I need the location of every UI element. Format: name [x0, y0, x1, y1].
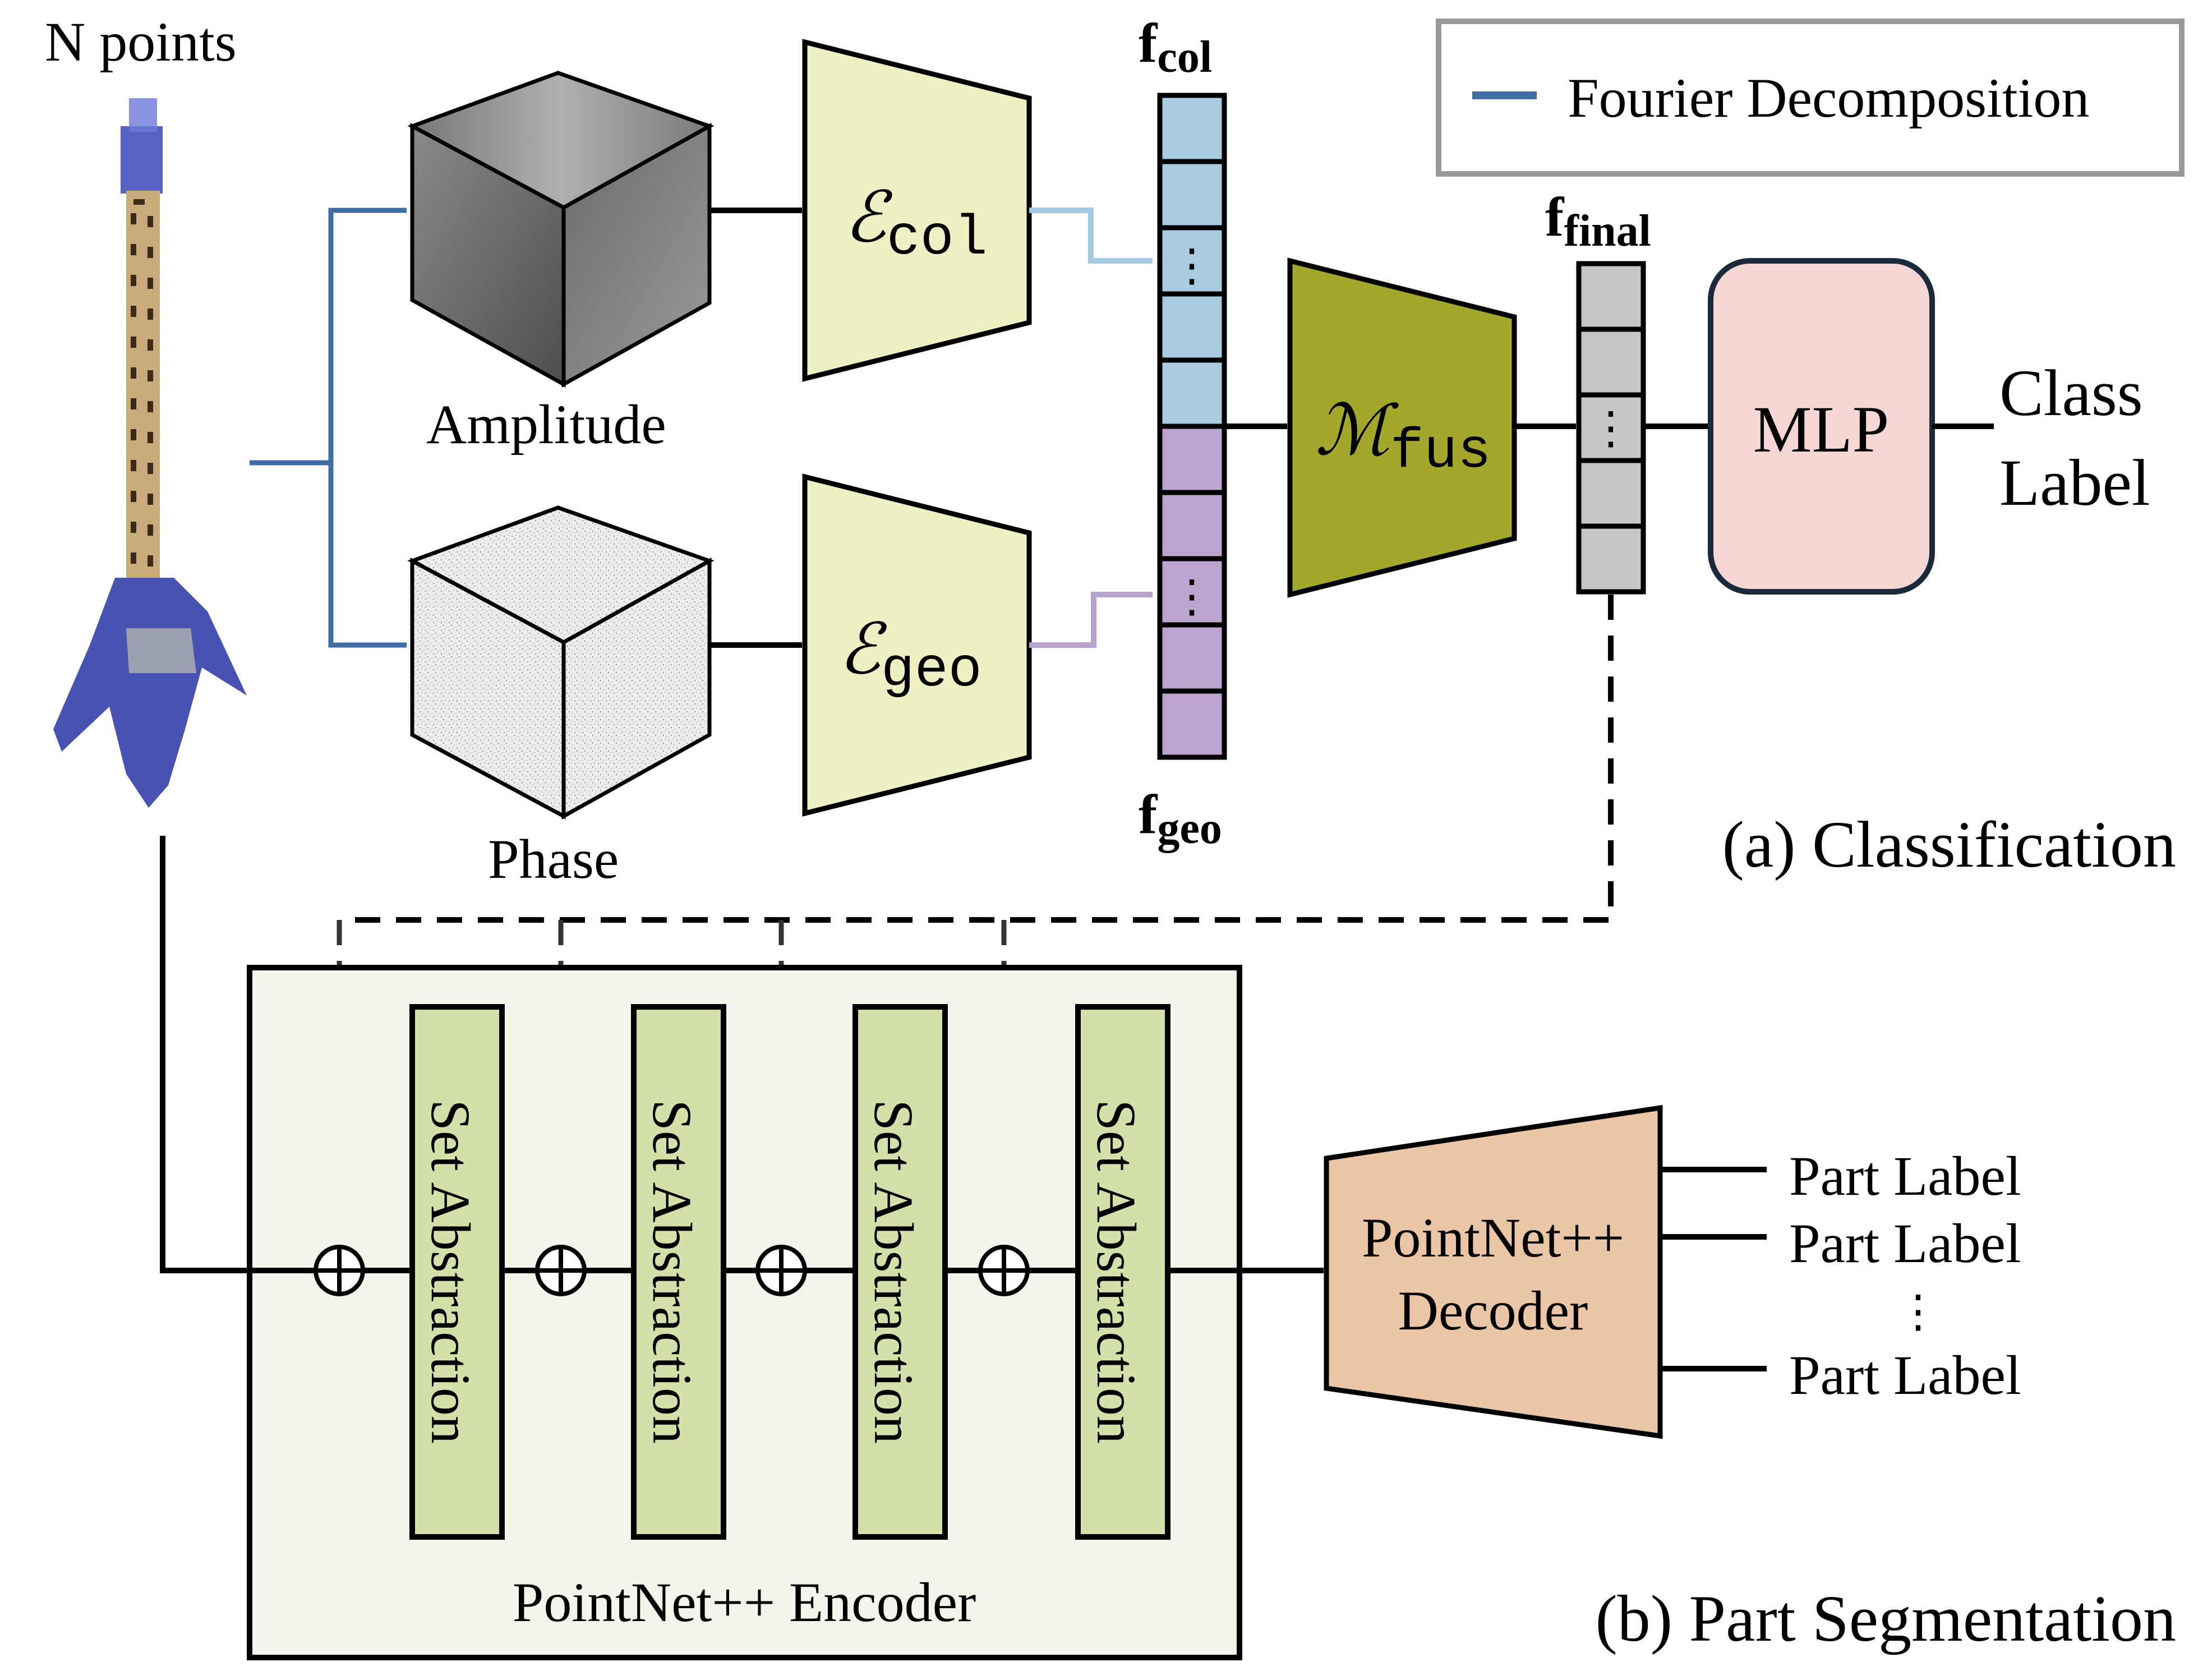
enc-geo-symbol: ℰ [838, 611, 887, 689]
encoder-col: ℰcol [802, 39, 1032, 382]
sa-blocks: Set Abstraction Set Abstraction Set Abst… [409, 1004, 1170, 1540]
fourier-branch-amplitude [328, 208, 407, 463]
feature-column: fcol ⋮ ⋮ fgeo [1139, 12, 1227, 853]
phase-cube: Phase [407, 505, 715, 890]
oplus-node [314, 1245, 365, 1296]
svg-text:fgeo: fgeo [1139, 783, 1222, 853]
ffinal-cell [1576, 261, 1646, 332]
decoder-trapezoid [1324, 1104, 1663, 1439]
fcol-cells [1157, 93, 1227, 429]
amplitude-label: Amplitude [426, 393, 666, 455]
oplus-node [535, 1245, 587, 1296]
arrow-enc-col-to-fcol [1029, 208, 1153, 264]
mlp-label: MLP [1753, 393, 1890, 466]
enc-geo-trapezoid [802, 473, 1032, 817]
legend-label: Fourier Decomposition [1568, 67, 2089, 129]
amp-right-face [561, 123, 712, 388]
amplitude-cube: Amplitude [407, 71, 715, 455]
fusion-module: ℳfus [1287, 257, 1517, 598]
sa-block-label: Set Abstraction [420, 1099, 482, 1444]
oplus-node [755, 1245, 807, 1296]
final-feature: ffinal ⋮ [1545, 186, 1651, 595]
svg-text:ffinal: ffinal [1545, 186, 1651, 256]
svg-text:fcol: fcol [1139, 12, 1212, 82]
fgeo-symbol: f [1139, 783, 1158, 845]
phase-right-face [561, 558, 712, 820]
fcol-sub: col [1157, 33, 1212, 82]
fcol-cell [1157, 291, 1227, 363]
mlp-block: MLP [1708, 258, 1935, 595]
sa-block [852, 1004, 948, 1540]
fgeo-dots: ⋮ [1169, 572, 1214, 622]
fcol-cell [1157, 357, 1227, 429]
fcol-dots: ⋮ [1169, 241, 1214, 291]
guitar-head-top [129, 98, 157, 132]
sa-block [409, 1004, 505, 1540]
ffinal-cells [1576, 261, 1646, 595]
encoder-geo: ℰgeo [802, 473, 1032, 817]
fourier-split [250, 208, 407, 648]
fgeo-sub: geo [1157, 804, 1222, 853]
decoder-label-line1: PointNet++ [1362, 1207, 1624, 1269]
svg-text:ℰgeo: ℰgeo [838, 611, 982, 703]
legend-box [1436, 19, 2185, 177]
part-label: Part Label [1789, 1145, 2021, 1207]
fusion-symbol: ℳ [1315, 393, 1399, 470]
legend: Fourier Decomposition [1436, 19, 2185, 177]
ffinal-cell [1576, 392, 1646, 463]
ffinal-cell [1576, 326, 1646, 398]
ffinal-cell [1576, 458, 1646, 529]
sa-block-label: Set Abstraction [1085, 1099, 1148, 1444]
enc-col-sub: col [887, 208, 988, 271]
part-label: Part Label [1789, 1212, 2021, 1274]
part-label-outputs [1660, 1167, 1767, 1371]
sa-block-label: Set Abstraction [641, 1099, 703, 1444]
fgeo-cell [1157, 423, 1227, 495]
segmentation-caption: (b) Part Segmentation [1595, 1582, 2176, 1655]
ffinal-sub: final [1564, 206, 1651, 256]
enc-col-symbol: ℰ [844, 179, 893, 257]
ffinal-dots: ⋮ [1588, 404, 1633, 453]
fcol-cell [1157, 159, 1227, 231]
fourier-branch-phase [328, 463, 407, 648]
phase-label: Phase [488, 828, 619, 890]
svg-text:ℳfus: ℳfus [1315, 393, 1491, 484]
sa-block [1075, 1004, 1170, 1540]
ffinal-symbol: f [1545, 186, 1565, 248]
fusion-nodes [314, 1245, 1030, 1296]
fgeo-cells [1157, 423, 1227, 760]
part-label: Part Label [1789, 1344, 2021, 1406]
classification-caption: (a) Classification [1722, 808, 2176, 881]
class-label-output: Class Label [1999, 356, 2150, 519]
guitar-pickup [126, 628, 196, 673]
fcol-symbol: f [1139, 12, 1158, 74]
guitar-body [53, 578, 247, 808]
guitar-neck-frets [131, 199, 153, 569]
class-label-line1: Class [1999, 356, 2143, 430]
svg-text:ℰcol: ℰcol [844, 179, 988, 271]
enc-col-trapezoid [802, 39, 1032, 382]
guitar-head [121, 126, 163, 194]
arrow-enc-geo-to-fgeo [1029, 592, 1153, 648]
decoder-module: PointNet++ Decoder [1324, 1104, 1663, 1439]
fcol-cell [1157, 93, 1227, 164]
encoder-panel-label: PointNet++ Encoder [513, 1571, 976, 1633]
oplus-node [978, 1245, 1030, 1296]
decoder-label-line2: Decoder [1398, 1279, 1588, 1342]
fgeo-cell [1157, 688, 1227, 760]
fgeo-cell [1157, 622, 1227, 694]
part-label-dots: ⋮ [1896, 1287, 1941, 1337]
ffinal-cell [1576, 523, 1646, 595]
enc-geo-sub: geo [881, 639, 982, 703]
class-label-line2: Label [1999, 446, 2150, 519]
input-point-cloud: N points [45, 11, 247, 808]
sa-block-label: Set Abstraction [863, 1099, 925, 1444]
fusion-trapezoid [1287, 257, 1517, 598]
input-to-encoder-line [160, 836, 314, 1273]
fgeo-cell [1157, 490, 1227, 561]
fusion-sub: fus [1390, 421, 1491, 484]
input-label: N points [45, 11, 237, 73]
